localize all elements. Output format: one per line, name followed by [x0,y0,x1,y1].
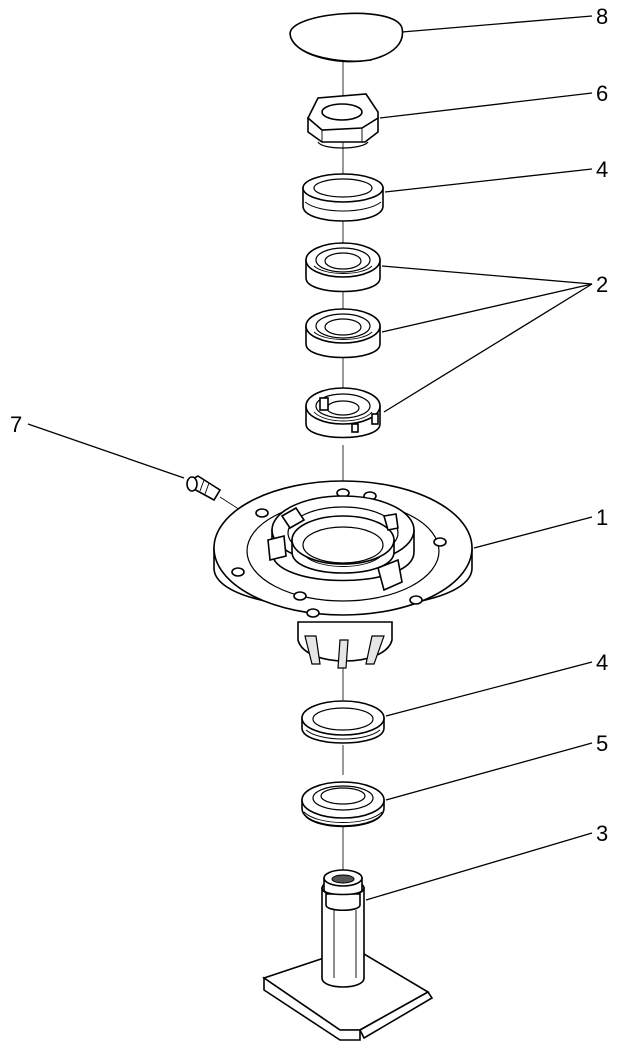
bearing-upper-part [305,242,381,293]
cover-cap-part [289,12,404,63]
callout-6-label: 6 [596,81,608,106]
callout-2-label: 2 [596,272,608,297]
callout-4-lower-label: 4 [596,650,608,675]
lower-seal-ring-part [301,700,385,744]
spacer-part [301,781,385,828]
callout-4-upper-label: 4 [596,157,608,182]
bearing-middle-part [305,308,381,359]
bearing-lower-part [305,387,381,439]
spindle-housing-part [213,480,473,669]
callout-8-label: 8 [596,4,608,29]
callout-3-label: 3 [596,821,608,846]
upper-seal-ring-part [302,173,384,222]
callout-1-label: 1 [596,505,608,530]
callout-7-label: 7 [10,412,22,437]
hex-nut-part [307,93,379,149]
callout-5-label: 5 [596,731,608,756]
spindle-shaft-part [262,869,434,1041]
leader-lines [27,15,593,901]
